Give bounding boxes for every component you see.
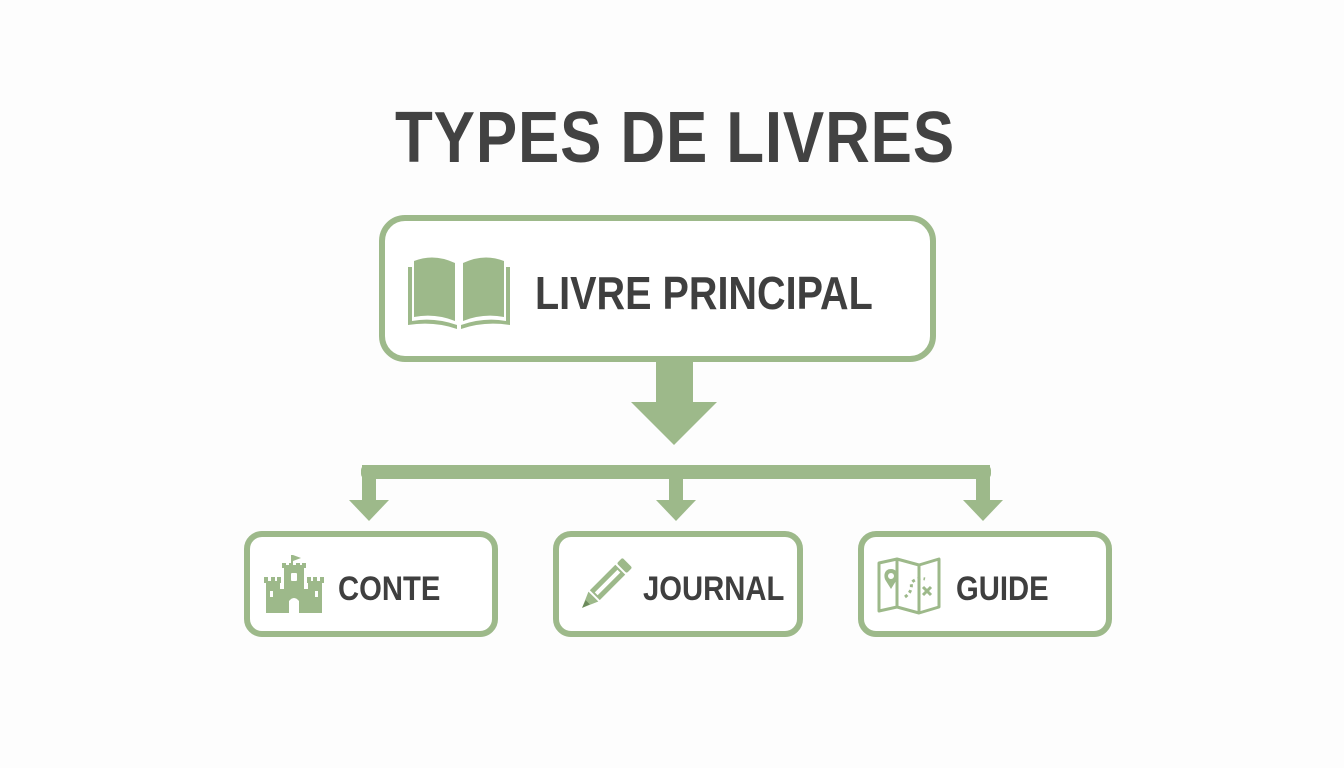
- child-node-conte-label: CONTE: [338, 570, 441, 608]
- child-node-guide: GUIDE: [858, 531, 1112, 637]
- main-node-label: LIVRE PRINCIPAL: [535, 267, 873, 319]
- main-node: LIVRE PRINCIPAL: [379, 215, 936, 362]
- open-book-icon: [408, 257, 510, 329]
- map-icon: [877, 557, 941, 615]
- child-node-journal-label: JOURNAL: [643, 570, 785, 608]
- branch-arrow-right: [963, 465, 1003, 521]
- pencil-icon: [582, 558, 632, 608]
- branch-arrow-middle: [656, 465, 696, 521]
- child-node-guide-label: GUIDE: [956, 570, 1049, 608]
- child-node-conte: CONTE: [244, 531, 498, 637]
- castle-icon: [264, 555, 324, 613]
- branch-arrow-left: [349, 465, 389, 521]
- main-down-arrow: [631, 362, 717, 445]
- child-node-journal: JOURNAL: [553, 531, 803, 637]
- diagram-title: TYPES DE LIVRES: [395, 98, 955, 178]
